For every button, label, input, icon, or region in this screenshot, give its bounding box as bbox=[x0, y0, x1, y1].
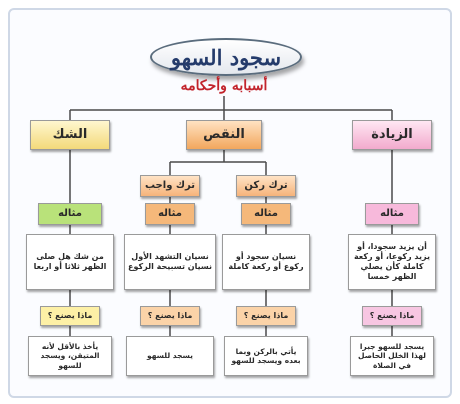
description-ziyada: أن يزيد سجودا، أو يزيد ركوعا، أو ركعة كا… bbox=[348, 234, 436, 290]
title-oval: سجود السهو bbox=[150, 38, 302, 76]
what-label-shak: ماذا يصنع ؟ bbox=[40, 306, 100, 326]
category-shak: الشك bbox=[30, 120, 110, 150]
what-label-wajib: ماذا يصنع ؟ bbox=[140, 306, 200, 326]
subtitle: أسبابه وأحكامه bbox=[180, 78, 268, 94]
category-ziyada: الزيادة bbox=[352, 120, 432, 150]
example-label-shak: مثاله bbox=[38, 203, 102, 225]
example-label-rukn: مثاله bbox=[241, 203, 291, 225]
example-label-ziyada: مثاله bbox=[365, 203, 419, 225]
what-label-ziyada: ماذا يصنع ؟ bbox=[362, 306, 422, 326]
branch-tark-wajib: ترك واجب bbox=[140, 175, 200, 197]
example-label-wajib: مثاله bbox=[145, 203, 195, 225]
result-shak: يأخذ بالأقل لأنه المتيقن، ويسجد للسهو bbox=[28, 336, 112, 376]
result-rukn: يأتي بالركن وبما بعده ويسجد للسهو bbox=[224, 336, 308, 376]
description-wajib: نسيان التشهد الأول نسيان تسبيحة الركوع bbox=[124, 234, 216, 290]
result-ziyada: يسجد للسهو جبرا لهذا الخلل الحاصل في الص… bbox=[350, 336, 434, 376]
result-wajib: يسجد للسهو bbox=[126, 336, 214, 376]
category-naqs: النقص bbox=[186, 120, 262, 150]
description-shak: من شك هل صلى الظهر ثلاثا أو اربعا bbox=[26, 234, 114, 290]
description-rukn: نسيان سجود أو ركوع أو ركعة كاملة bbox=[222, 234, 310, 290]
what-label-rukn: ماذا يصنع ؟ bbox=[236, 306, 296, 326]
branch-tark-rukn: ترك ركن bbox=[236, 175, 296, 197]
